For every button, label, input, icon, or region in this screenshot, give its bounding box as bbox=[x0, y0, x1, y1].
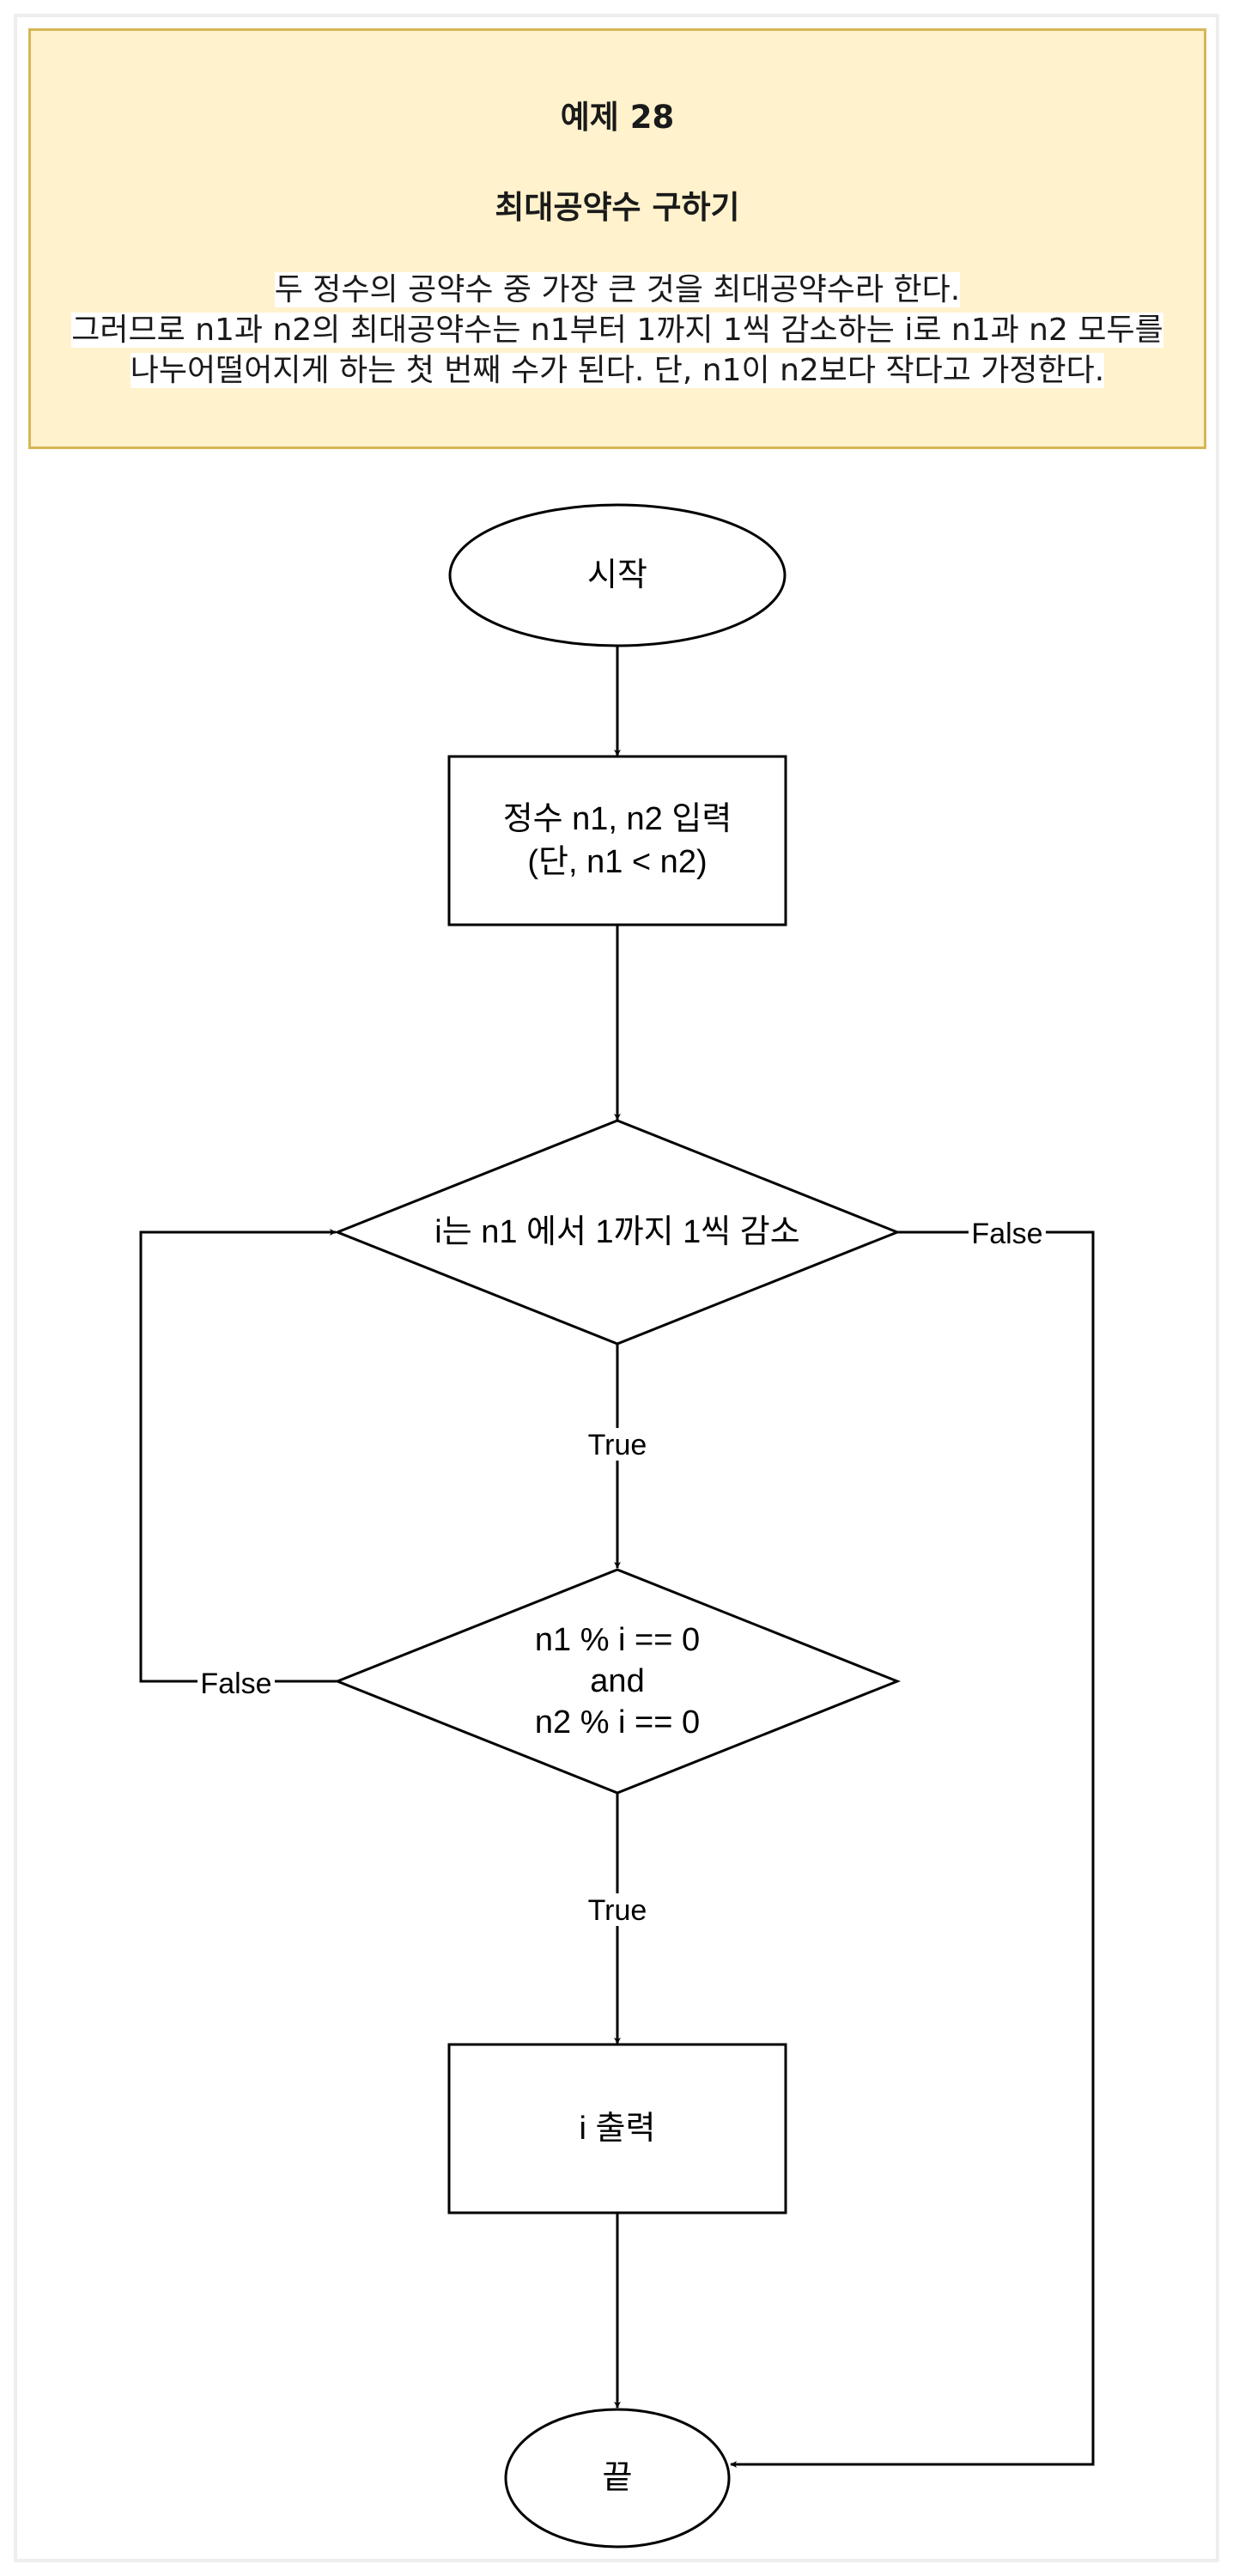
check-label-line2: and bbox=[590, 1663, 644, 1699]
end-label: 끝 bbox=[603, 2460, 633, 2496]
output-node: i 출력 bbox=[447, 2043, 787, 2215]
divisibility-check-node: n1 % i == 0 and n2 % i == 0 bbox=[333, 1568, 902, 1795]
end-node: 끝 bbox=[504, 2408, 731, 2549]
label-bg-true-2 bbox=[584, 1893, 651, 1926]
input-label-line1: 정수 n1, n2 입력 bbox=[503, 801, 732, 837]
description-line-3: 나누어떨어지게 하는 첫 번째 수가 된다. 단, n1이 n2보다 작다고 가… bbox=[130, 353, 1105, 388]
end-ellipse bbox=[504, 2408, 731, 2549]
label-bg-false-check bbox=[197, 1666, 275, 1698]
label-true-loop: True bbox=[588, 1429, 647, 1461]
label-true-check: True bbox=[588, 1894, 647, 1927]
check-label-line1: n1 % i == 0 bbox=[535, 1622, 700, 1658]
label-false-loop: False bbox=[971, 1218, 1042, 1250]
problem-description-note: 예제 28 최대공약수 구하기 두 정수의 공약수 중 가장 큰 것을 최대공약… bbox=[28, 28, 1206, 449]
input-node: 정수 n1, n2 입력 (단, n1 < n2) bbox=[447, 755, 787, 927]
loop-decision-node: i는 n1 에서 1까지 1씩 감소 bbox=[333, 1119, 902, 1346]
problem-subtitle: 최대공약수 구하기 bbox=[495, 189, 740, 226]
loop-condition-label: i는 n1 에서 1까지 1씩 감소 bbox=[434, 1214, 799, 1250]
label-bg-true-1 bbox=[588, 1428, 647, 1461]
arrow-loop-false bbox=[730, 1230, 1095, 2468]
start-label: 시작 bbox=[587, 557, 647, 593]
arrow-check-false bbox=[139, 1229, 337, 1683]
problem-description: 두 정수의 공약수 중 가장 큰 것을 최대공약수라 한다. 그러므로 n1과 … bbox=[48, 270, 1187, 391]
label-false-check: False bbox=[200, 1668, 271, 1700]
check-label-line3: n2 % i == 0 bbox=[535, 1704, 700, 1741]
label-bg-false-loop bbox=[969, 1216, 1046, 1249]
example-title: 예제 28 bbox=[560, 99, 675, 136]
output-rect bbox=[447, 2043, 787, 2215]
input-label-line2: (단, n1 < n2) bbox=[527, 844, 707, 880]
input-rect bbox=[447, 755, 787, 927]
start-node: 시작 bbox=[448, 503, 787, 647]
output-label: i 출력 bbox=[580, 2111, 656, 2147]
description-line-2: 그러므로 n1과 n2의 최대공약수는 n1부터 1까지 1씩 감소하는 i로 … bbox=[71, 313, 1163, 348]
description-line-1: 두 정수의 공약수 중 가장 큰 것을 최대공약수라 한다. bbox=[274, 272, 961, 307]
